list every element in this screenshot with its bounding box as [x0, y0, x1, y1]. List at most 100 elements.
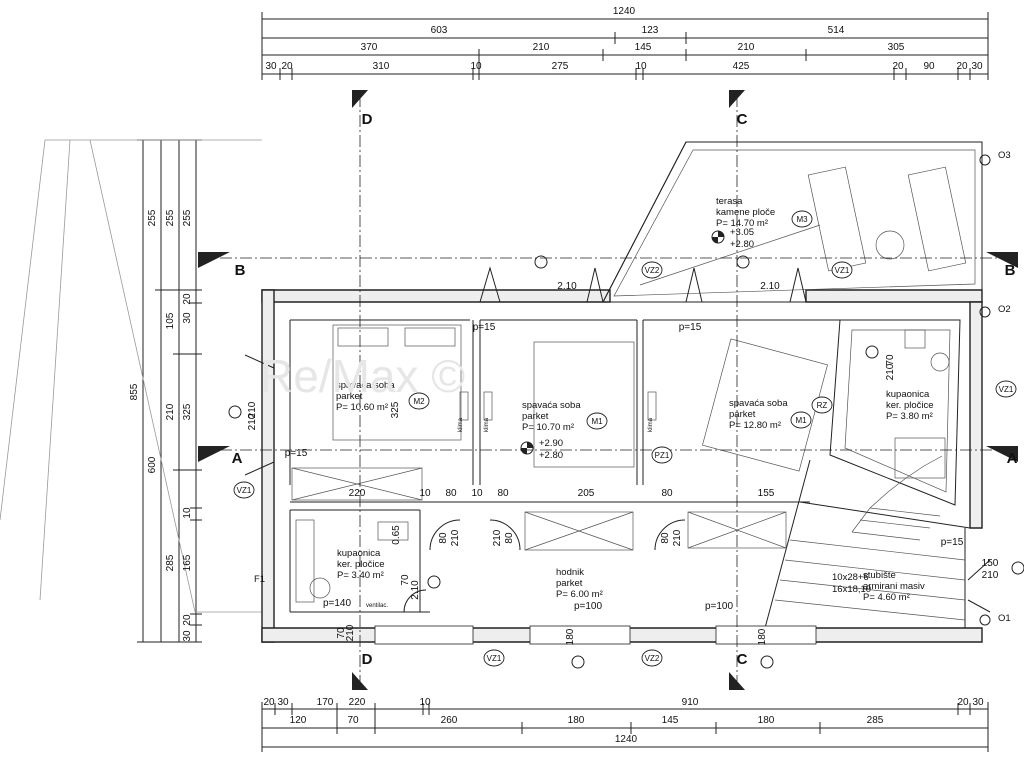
opening-label: 210: [345, 624, 356, 641]
tag-ellipse: [790, 411, 812, 429]
dimension-label: 1240: [615, 734, 638, 745]
element-tag: VZ1: [487, 654, 502, 663]
dimension-label: p=15: [285, 448, 308, 459]
dimension-label: 180: [568, 715, 585, 726]
dimension-label: 603: [431, 25, 448, 36]
dimension-label: 145: [662, 715, 679, 726]
opening-label: 2.10: [410, 580, 421, 600]
element-tag: VZ1: [999, 385, 1014, 394]
vent-label: ventilac.: [366, 603, 388, 609]
room-label: kupaonica: [886, 389, 930, 400]
opening-label: 325: [390, 401, 401, 418]
dimension-label: 255: [147, 209, 158, 226]
opening-label: 210: [492, 529, 503, 546]
stair-spec-2: 16x18,10: [832, 584, 871, 595]
dimension-label: 20: [263, 697, 275, 708]
grid-marker: F1: [254, 574, 265, 585]
dimension-label: 30: [265, 61, 277, 72]
dimension-label: p=15: [473, 322, 496, 333]
tag-ellipse: [831, 261, 853, 279]
opening-label: 80: [504, 532, 515, 544]
opening-label: 80: [660, 532, 671, 544]
dimension-label: 255: [165, 209, 176, 226]
element-tag: VZ1: [835, 266, 850, 275]
room-label: P= 10.70 m²: [522, 422, 574, 433]
room-label: P= 6.00 m²: [556, 589, 603, 600]
element-tag: M1: [591, 417, 603, 426]
dimension-label: 10: [470, 61, 482, 72]
dimension-label: 10: [471, 488, 483, 499]
tag-ellipse: [483, 649, 505, 667]
dimension-label: 310: [373, 61, 390, 72]
opening-label: 70: [400, 574, 411, 586]
room-label: spavaća soba: [522, 400, 581, 411]
dimension-label: 220: [349, 697, 366, 708]
furniture: [291, 324, 950, 603]
dimension-label: 145: [635, 42, 652, 53]
room-label: ker. pločice: [337, 559, 385, 570]
ac-label-3: klima: [648, 417, 654, 432]
tag-ellipse: [641, 261, 663, 279]
watermark-text: Re/Max ©: [260, 350, 465, 402]
grid-marker: O1: [998, 613, 1011, 624]
room-label: P= 3.40 m²: [337, 570, 384, 581]
opening-label: 210: [672, 529, 683, 546]
marker-circles: [228, 154, 1024, 669]
level-symbol-fill: [521, 442, 533, 454]
tag-ellipse: [641, 649, 663, 667]
room-label: terasa: [716, 196, 743, 207]
dimension-label: 514: [828, 25, 845, 36]
dimension-label: 20: [957, 697, 969, 708]
opening-label: 210: [247, 413, 258, 430]
tag-ellipse: [791, 210, 813, 228]
dimension-label: 30: [182, 312, 193, 324]
dimension-label: 90: [923, 61, 935, 72]
dimension-label: 2.10: [557, 281, 577, 292]
dimension-label: 120: [290, 715, 307, 726]
dimension-label: 285: [165, 554, 176, 571]
dimension-label: 2.10: [760, 281, 780, 292]
dimension-label: 205: [578, 488, 595, 499]
dimension-label: p=140: [323, 598, 352, 609]
tag-ellipse: [233, 481, 255, 499]
dimension-label: 285: [867, 715, 884, 726]
room-label: P= 3.80 m²: [886, 411, 933, 422]
dimension-label: 10: [182, 507, 193, 519]
section-label: A: [232, 450, 243, 467]
dimension-label: 80: [497, 488, 509, 499]
dimension-label: 180: [758, 715, 775, 726]
element-tag: RZ: [817, 401, 828, 410]
dimension-label: 600: [147, 456, 158, 473]
dimension-label: 20: [892, 61, 904, 72]
room-label: parket: [522, 411, 549, 422]
dimension-label: 80: [661, 488, 673, 499]
section-label: C: [737, 111, 748, 128]
dimension-label: 10: [635, 61, 647, 72]
room-label: spavaća soba: [729, 398, 788, 409]
section-label: B: [1005, 262, 1016, 279]
room-label: kamene ploče: [716, 207, 775, 218]
element-tag: VZ1: [237, 486, 252, 495]
dimension-label: 305: [888, 42, 905, 53]
dimension-label: 30: [971, 61, 983, 72]
dimension-label: 370: [361, 42, 378, 53]
stair-spec-1: 10x28+6: [832, 572, 869, 583]
grid-marker: O3: [998, 150, 1011, 161]
level-value-top: +2.90: [539, 438, 563, 449]
room-label: P= 4.60 m²: [863, 592, 910, 603]
room-label: P= 12.80 m²: [729, 420, 781, 431]
left-dimension-lines: [137, 139, 202, 643]
dimension-label: 30: [277, 697, 289, 708]
dimension-label: 210: [982, 570, 999, 581]
dimension-label: 170: [317, 697, 334, 708]
opening-label: 70: [885, 354, 896, 366]
dimension-label: 210: [165, 403, 176, 420]
dimension-label: p=15: [679, 322, 702, 333]
element-tag: PZ1: [655, 451, 670, 460]
level-value-bottom: +2.80: [730, 239, 754, 250]
